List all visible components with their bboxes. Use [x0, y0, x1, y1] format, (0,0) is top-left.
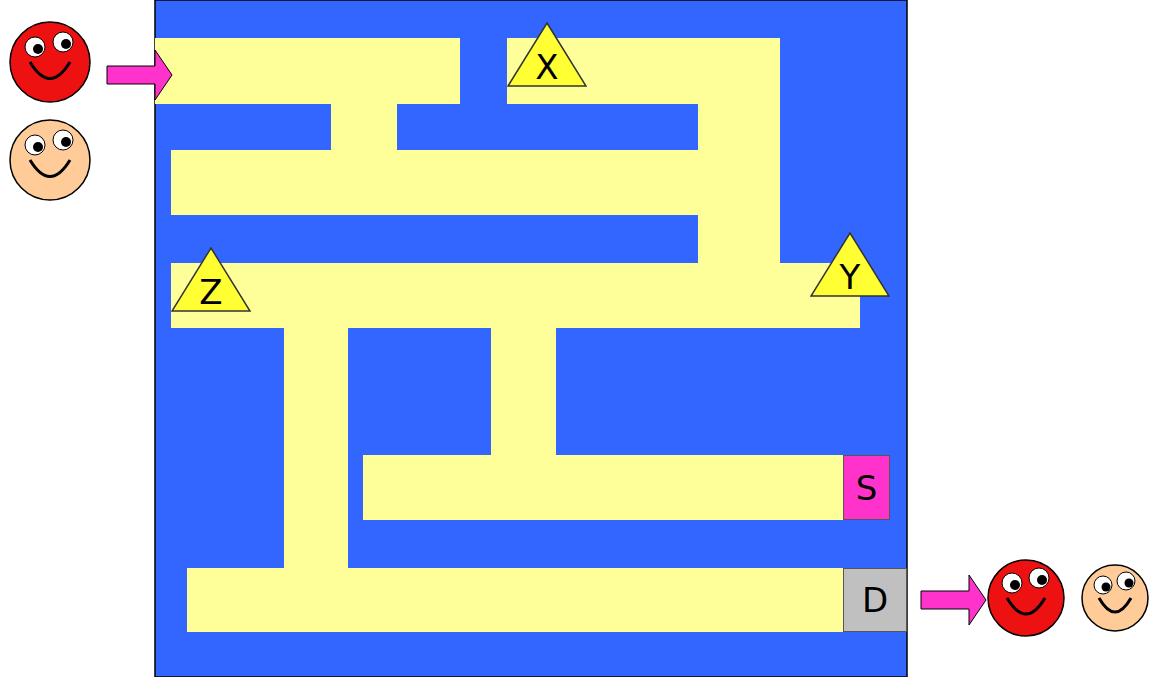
node-label: Z: [171, 275, 251, 309]
warning-triangle: Z: [171, 247, 251, 312]
exit-arrow: [921, 575, 986, 625]
entry-arrow: [107, 50, 172, 100]
warning-triangle: X: [507, 22, 587, 87]
node-label: X: [507, 50, 587, 84]
red-face: [10, 22, 90, 102]
goal-box: D: [843, 568, 907, 632]
warning-triangle: Y: [810, 232, 890, 297]
node-label: Y: [810, 260, 890, 294]
node-label: S: [856, 471, 878, 505]
maze-path: [155, 38, 860, 632]
peach-face: [10, 120, 90, 200]
maze-wall: [155, 0, 907, 677]
start-box: S: [843, 455, 890, 520]
node-label: D: [862, 583, 888, 617]
red-face: [988, 560, 1064, 636]
peach-face: [1082, 565, 1148, 631]
